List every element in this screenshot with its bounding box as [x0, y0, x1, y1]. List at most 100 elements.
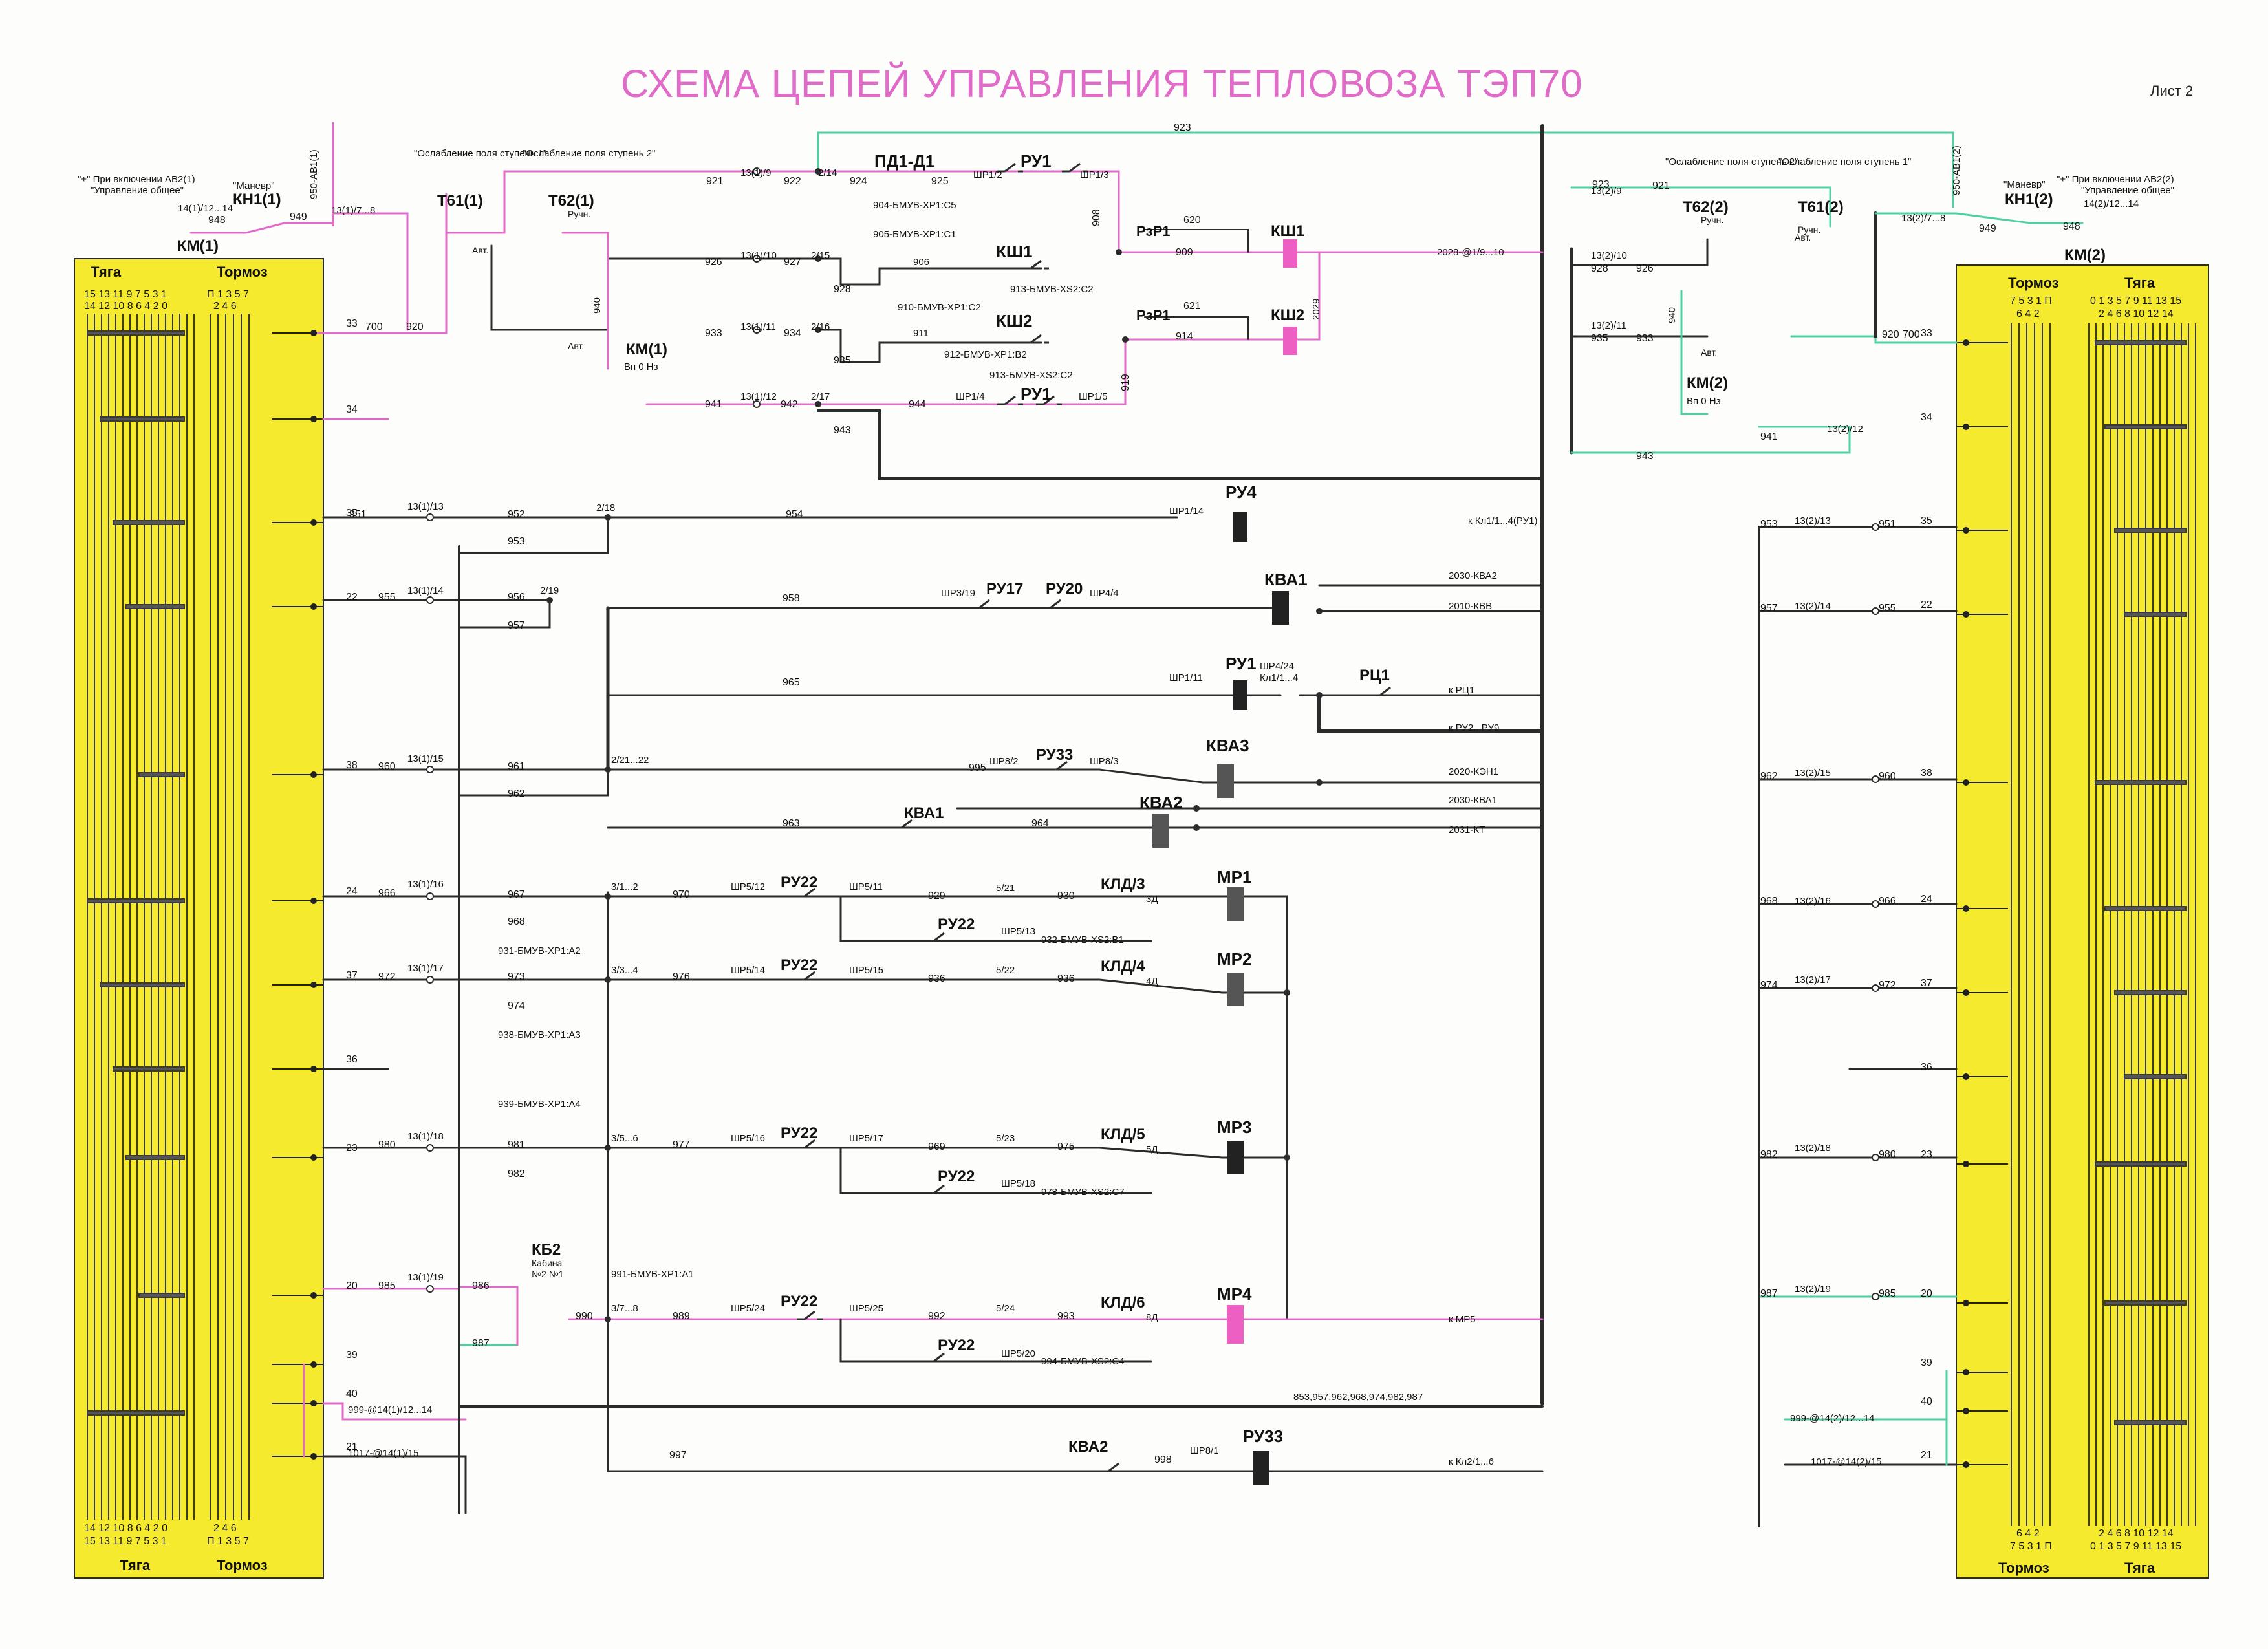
r2010: 2010-КВВ	[1449, 601, 1492, 612]
wire-985-r: 985	[1879, 1288, 1896, 1299]
r2030b: 2030-КВА1	[1449, 795, 1497, 806]
wire-923-bus	[817, 131, 1954, 208]
right-panel-output-node	[1963, 527, 1969, 534]
b911: 911	[913, 328, 929, 339]
relay-contact	[797, 1310, 823, 1320]
wire-621: 621	[1183, 301, 1201, 312]
ru22-label-2: РУ22	[938, 916, 975, 933]
junction-dot	[1316, 608, 1323, 614]
ru22-label-5: РУ22	[938, 1168, 975, 1185]
left-panel-output-node	[310, 416, 317, 422]
term-13-12: 13(1)/12	[740, 391, 777, 402]
relay-contact	[1023, 259, 1049, 270]
wire-927-906	[817, 257, 1042, 286]
wire-942: 942	[781, 399, 798, 410]
sh8-3: ШР8/3	[1090, 756, 1119, 767]
wire-982-r: 982	[1760, 1149, 1778, 1160]
wire-980-r: 980	[1879, 1149, 1896, 1160]
right-panel-position-mark	[2104, 906, 2187, 911]
b905: 905-БМУВ-ХР1:С1	[873, 229, 956, 240]
bus-number-left: 20	[346, 1280, 358, 1291]
term-13-17: 13(1)/17	[407, 963, 444, 974]
r-rc1: к РЦ1	[1449, 685, 1474, 696]
wire-943: 943	[834, 425, 851, 436]
left-panel-numbers-2: 14 12 10 8 6 4 2 0	[84, 301, 167, 312]
right-panel-output-node	[1963, 1161, 1969, 1167]
left-panel-position-mark	[125, 1155, 185, 1160]
right-panel-position-mark	[2095, 780, 2187, 785]
left-panel-brake-head: Тормоз	[217, 264, 268, 280]
term-13-9-2: 13(2)/9	[1591, 186, 1622, 197]
sh5-12: ШР5/12	[731, 881, 765, 892]
term-2-19: 2/19	[540, 585, 559, 596]
kb2-cab-number: №2 №1	[532, 1269, 564, 1279]
term-3-7: 3/7...8	[611, 1303, 638, 1314]
right-panel-brake-head: Тормоз	[2008, 275, 2059, 291]
kva2-bottom-label: КВА2	[1068, 1438, 1108, 1456]
sh1-4: ШР1/4	[956, 391, 985, 402]
left-panel-position-mark	[87, 330, 185, 336]
cab1-note-plus: "+" При включении АВ2(1)	[78, 174, 195, 185]
cab1-note-shunt: "Маневр"	[233, 180, 275, 191]
weak1-label-right: "Ослабление поля ступень 1"	[1778, 156, 1911, 167]
term-2-15: 2/15	[811, 250, 830, 261]
right-panel-output-node	[1963, 339, 1969, 346]
wire-966: 966	[378, 888, 396, 899]
left-panel-foot-numbers-1: 14 12 10 8 6 4 2 0	[84, 1523, 167, 1534]
junction-dot	[1193, 824, 1200, 831]
wire-620	[1144, 229, 1249, 253]
r1017: 1017-@14(2)/15	[1811, 1456, 1881, 1467]
term-13-15: 13(1)/15	[407, 753, 444, 764]
left-panel-output-node	[310, 519, 317, 526]
ru4-coil	[1233, 512, 1247, 542]
cab2-kn-wire	[1874, 212, 2084, 224]
bus-number-right: 40	[1921, 1396, 1932, 1407]
wire-992: 992	[928, 1311, 945, 1322]
wire-998: 998	[1154, 1454, 1172, 1465]
t62-2-label: Т62(2)	[1683, 199, 1729, 216]
junction-dot	[1284, 989, 1290, 996]
bus-number-right: 24	[1921, 894, 1932, 905]
wire-924-925	[817, 170, 1120, 253]
right-panel-output-node	[1963, 1461, 1969, 1468]
cab2-note-general: "Управление общее"	[2081, 185, 2174, 196]
relay-contact	[1036, 395, 1062, 405]
ru20-label: РУ20	[1046, 580, 1083, 598]
term-2-17: 2/17	[811, 391, 830, 402]
bus-number-left: 37	[346, 970, 358, 981]
bus-number-left: 38	[346, 760, 358, 771]
rzr1-label-2: РзР1	[1136, 307, 1171, 323]
wire-927: 927	[784, 257, 801, 268]
term-2-14: 2/14	[818, 167, 837, 178]
wire-terminal	[753, 167, 761, 175]
wire-925: 925	[931, 176, 949, 187]
cab1-note-general: "Управление общее"	[91, 185, 184, 196]
wire-ru22-branch-4	[839, 1318, 1152, 1363]
term-13-10: 13(1)/10	[740, 250, 777, 261]
avt-label-1: Авт.	[472, 245, 488, 255]
left-panel-position-mark	[113, 1066, 185, 1072]
term-13-14-2: 13(2)/14	[1795, 601, 1831, 612]
r2029: 2029	[1311, 299, 1322, 320]
wire-954: 954	[786, 509, 803, 520]
wire-933-r: 933	[1636, 333, 1654, 344]
weak2-label-right: "Ослабление поля ступень 2"	[1665, 156, 1798, 167]
wire-terminal	[426, 1144, 434, 1152]
wire-935-r: 935	[1591, 333, 1608, 344]
kb2-cab-label: Кабина	[532, 1258, 563, 1268]
cab1-av: 950-АВ1(1)	[308, 149, 319, 199]
term-13-16-2: 13(2)/16	[1795, 896, 1831, 907]
term-2-18: 2/18	[596, 502, 615, 513]
wire-953	[458, 516, 609, 554]
left-panel-output-node	[310, 1453, 317, 1460]
b938: 938-БМУВ-ХР1:А3	[498, 1029, 581, 1040]
kld4-4d: 4Д	[1146, 976, 1158, 987]
sh1-14: ШР1/14	[1169, 506, 1204, 517]
wire-973: 973	[508, 971, 525, 982]
km2-positions: Вп 0 Нз	[1687, 396, 1721, 407]
wire-986: 986	[472, 1280, 490, 1291]
term-13-15-2: 13(2)/15	[1795, 768, 1831, 779]
sh1-5: ШР1/5	[1079, 391, 1108, 402]
wire-956-957	[458, 599, 551, 629]
ru1-coil	[1233, 680, 1247, 710]
